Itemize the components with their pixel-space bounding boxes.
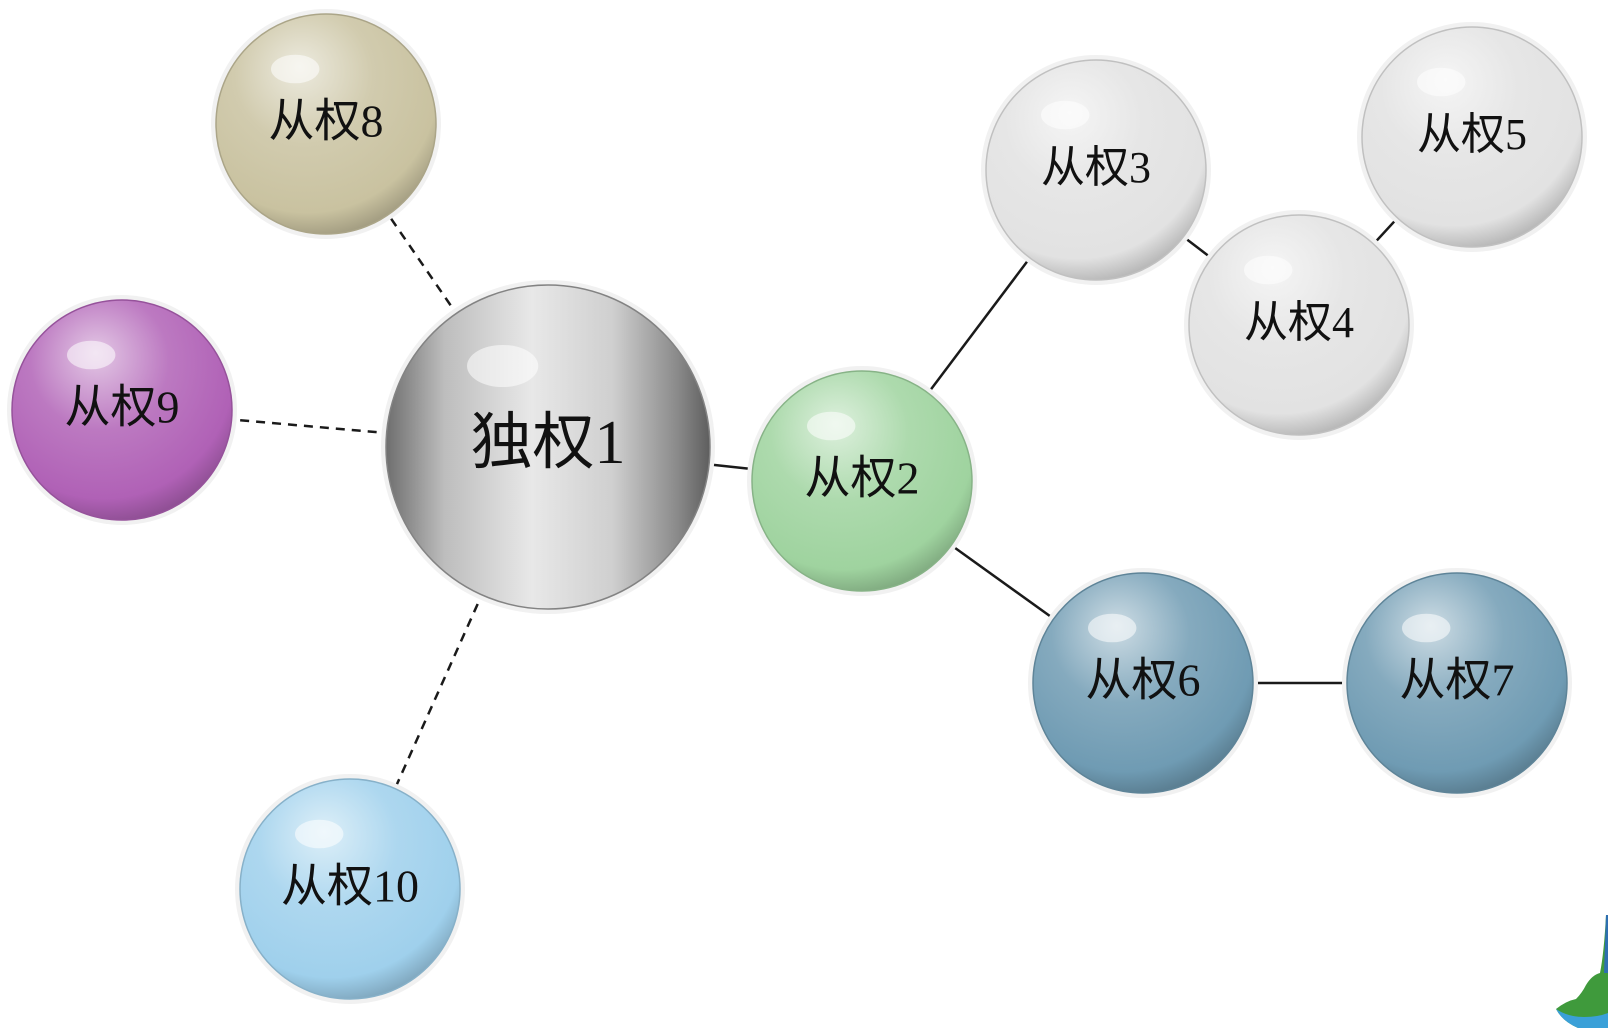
node-5: 从权5 [1357,22,1587,252]
edge-n2-n3 [923,252,1035,399]
node-highlight [271,54,320,84]
node-label: 从权8 [269,96,384,147]
node-label: 从权6 [1086,655,1201,706]
node-7: 从权7 [1342,568,1572,798]
node-highlight [1402,613,1451,643]
node-highlight [1041,100,1090,130]
node-label: 独权1 [470,409,625,477]
node-label: 从权3 [1041,143,1151,192]
node-label: 从权2 [805,453,920,504]
node-3: 从权3 [981,55,1211,285]
node-sphere [385,284,711,610]
node-sphere [215,13,437,235]
node-highlight [295,819,344,849]
edge-n2-n6 [945,540,1060,624]
nodes-layer: 独权1 从权2 从权3 从权4 从权5 从权6 从权7 从权8 从权9 从权10 [7,9,1587,1004]
edge-n1-n9-dashed [225,417,393,435]
node-highlight [1088,613,1137,643]
node-label: 从权9 [65,382,180,433]
edge-n1-n8-dashed [383,209,461,320]
node-highlight [467,344,539,388]
node-1: 独权1 [381,280,715,614]
edge-n1-n10-dashed [391,588,486,795]
node-sphere [239,778,461,1000]
node-sphere [751,370,973,592]
node-label: 从权5 [1417,110,1527,159]
node-9: 从权9 [7,295,237,525]
node-label: 从权7 [1400,655,1515,706]
node-highlight [1417,67,1466,97]
node-2: 从权2 [747,366,977,596]
node-highlight [1244,255,1293,285]
node-highlight [807,411,856,441]
corner-decoration-icon [1556,915,1608,1028]
node-label: 从权4 [1244,298,1354,347]
node-4: 从权4 [1184,210,1414,440]
node-10: 从权10 [235,774,465,1004]
node-highlight [67,340,116,370]
node-8: 从权8 [211,9,441,239]
node-6: 从权6 [1028,568,1258,798]
node-label: 从权10 [281,861,419,912]
